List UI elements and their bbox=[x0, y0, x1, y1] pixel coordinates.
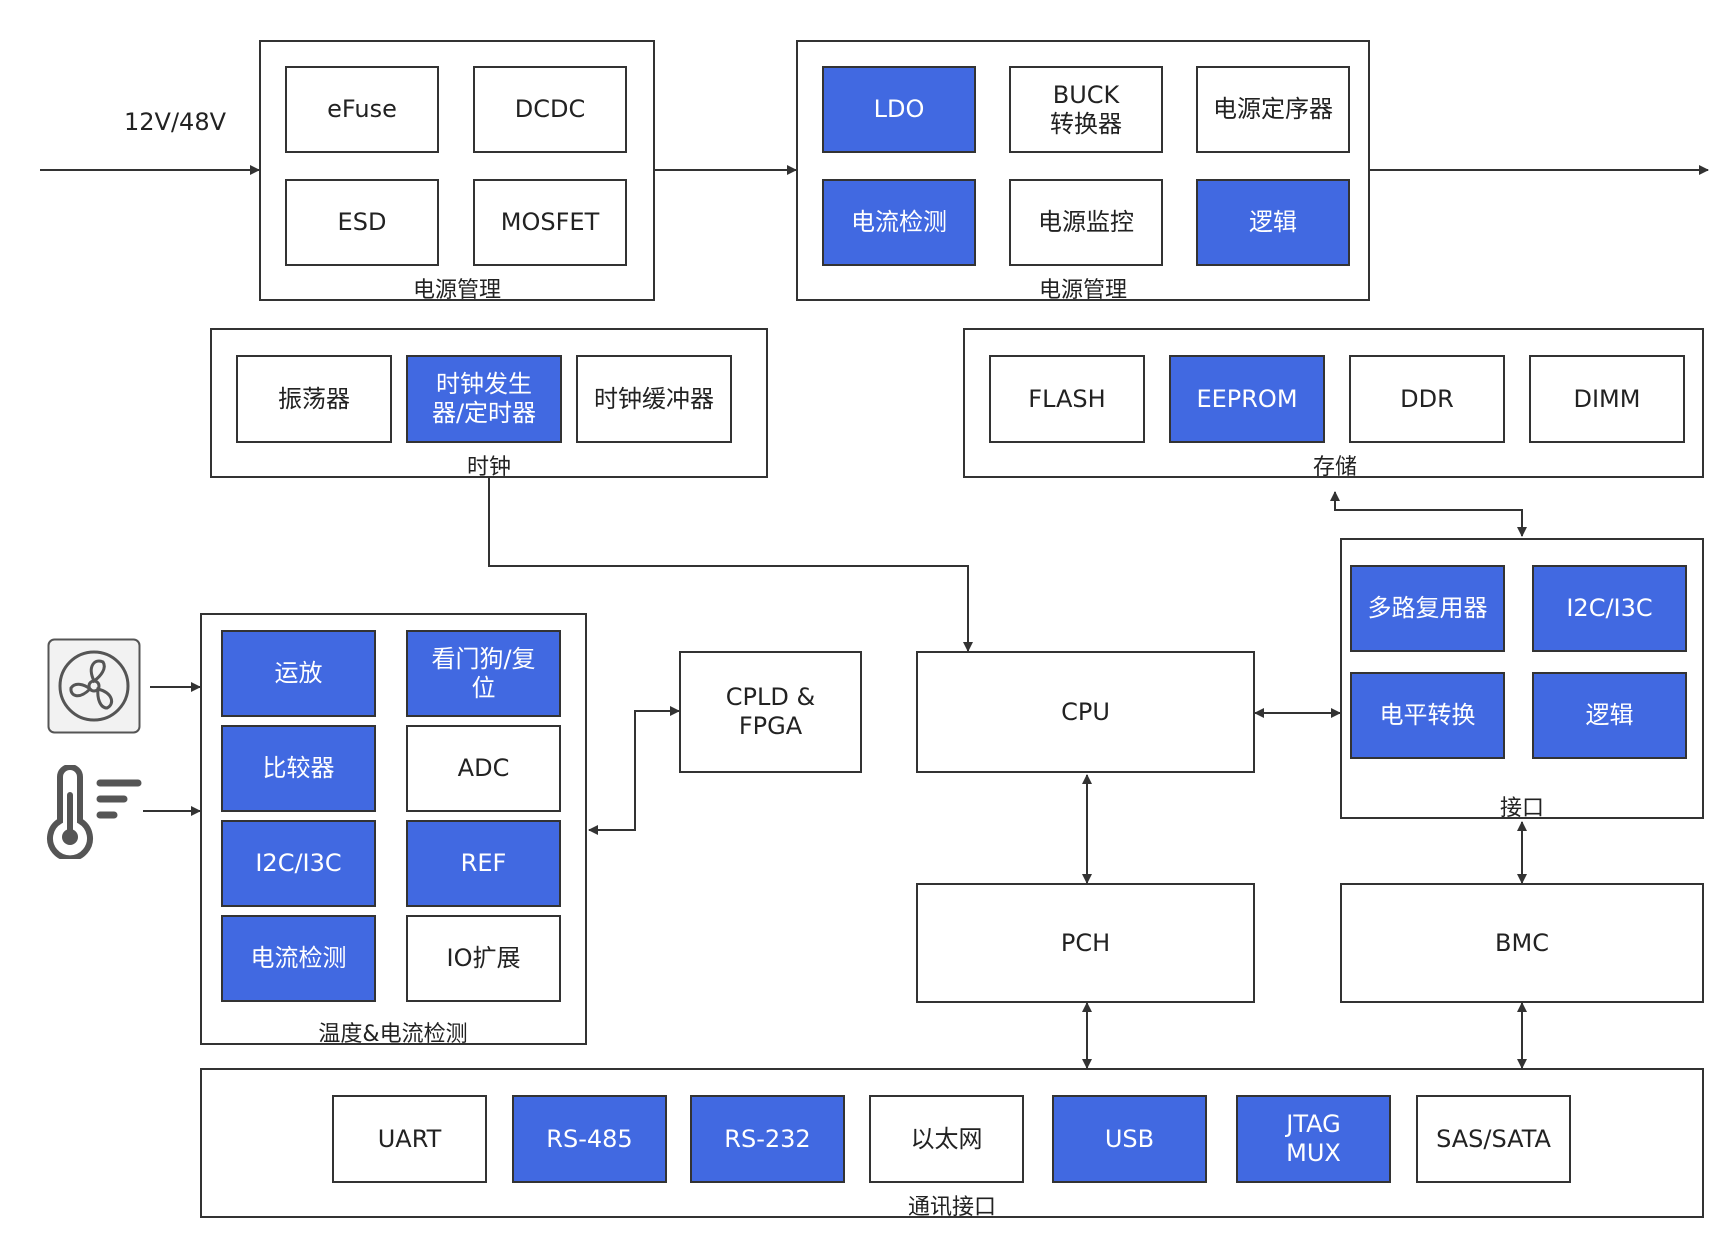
bmc-block: BMC bbox=[1340, 883, 1704, 1003]
flash-block: FLASH bbox=[989, 355, 1145, 443]
logic-block-1: 逻辑 bbox=[1196, 179, 1350, 266]
power-management-group-1 bbox=[259, 40, 655, 301]
buck-converter-block: BUCK 转换器 bbox=[1009, 66, 1163, 153]
clock-generator-block: 时钟发生 器/定时器 bbox=[406, 355, 562, 443]
clock-buffer-block: 时钟缓冲器 bbox=[576, 355, 732, 443]
sas-sata-block: SAS/SATA bbox=[1416, 1095, 1571, 1183]
storage-group bbox=[963, 328, 1704, 478]
comm-interface-group bbox=[200, 1068, 1704, 1218]
temp-current-group-label: 温度&电流检测 bbox=[318, 1022, 468, 1047]
clock-group-label: 时钟 bbox=[466, 455, 512, 480]
pch-block: PCH bbox=[916, 883, 1255, 1003]
i2c-i3c-block-2: I2C/I3C bbox=[221, 820, 376, 907]
i2c-i3c-block-1: I2C/I3C bbox=[1532, 565, 1687, 652]
ddr-block: DDR bbox=[1349, 355, 1505, 443]
ref-block: REF bbox=[406, 820, 561, 907]
ldo-block: LDO bbox=[822, 66, 976, 153]
dimm-block: DIMM bbox=[1529, 355, 1685, 443]
logic-block-2: 逻辑 bbox=[1532, 672, 1687, 759]
cpu-block: CPU bbox=[916, 651, 1255, 773]
usb-block: USB bbox=[1052, 1095, 1207, 1183]
power-management-group-2 bbox=[796, 40, 1370, 301]
power-management-group-2-label: 电源管理 bbox=[1038, 278, 1128, 303]
esd-block: ESD bbox=[285, 179, 439, 266]
temp-current-group bbox=[200, 613, 587, 1045]
clock-to-cpu-line bbox=[488, 478, 973, 652]
storage-interface-line bbox=[1330, 491, 1527, 537]
uart-block: UART bbox=[332, 1095, 487, 1183]
rs232-block: RS-232 bbox=[690, 1095, 845, 1183]
rs485-block: RS-485 bbox=[512, 1095, 667, 1183]
io-expander-block: IO扩展 bbox=[406, 915, 561, 1002]
power-management-group-1-label: 电源管理 bbox=[412, 278, 502, 303]
fan-icon bbox=[47, 638, 141, 734]
cpld-temp-line bbox=[588, 706, 680, 835]
power-sequencer-block: 电源定序器 bbox=[1196, 66, 1350, 153]
interface-group bbox=[1340, 538, 1704, 819]
dcdc-block: DCDC bbox=[473, 66, 627, 153]
adc-block: ADC bbox=[406, 725, 561, 812]
jtag-mux-block: JTAG MUX bbox=[1236, 1095, 1391, 1183]
current-sense-block-1: 电流检测 bbox=[822, 179, 976, 266]
interface-group-label: 接口 bbox=[1499, 796, 1545, 821]
multiplexer-block: 多路复用器 bbox=[1350, 565, 1505, 652]
cpld-fpga-block: CPLD & FPGA bbox=[679, 651, 862, 773]
power-monitor-block: 电源监控 bbox=[1009, 179, 1163, 266]
ethernet-block: 以太网 bbox=[869, 1095, 1024, 1183]
level-shifter-block: 电平转换 bbox=[1350, 672, 1505, 759]
efuse-block: eFuse bbox=[285, 66, 439, 153]
eeprom-block: EEPROM bbox=[1169, 355, 1325, 443]
mosfet-block: MOSFET bbox=[473, 179, 627, 266]
opamp-block: 运放 bbox=[221, 630, 376, 717]
clock-group bbox=[210, 328, 768, 478]
current-sense-block-2: 电流检测 bbox=[221, 915, 376, 1002]
comm-interface-group-label: 通讯接口 bbox=[907, 1195, 997, 1220]
storage-group-label: 存储 bbox=[1312, 455, 1358, 480]
comparator-block: 比较器 bbox=[221, 725, 376, 812]
oscillator-block: 振荡器 bbox=[236, 355, 392, 443]
watchdog-reset-block: 看门狗/复 位 bbox=[406, 630, 561, 717]
thermometer-icon bbox=[47, 765, 142, 859]
input-voltage-label: 12V/48V bbox=[124, 108, 226, 136]
